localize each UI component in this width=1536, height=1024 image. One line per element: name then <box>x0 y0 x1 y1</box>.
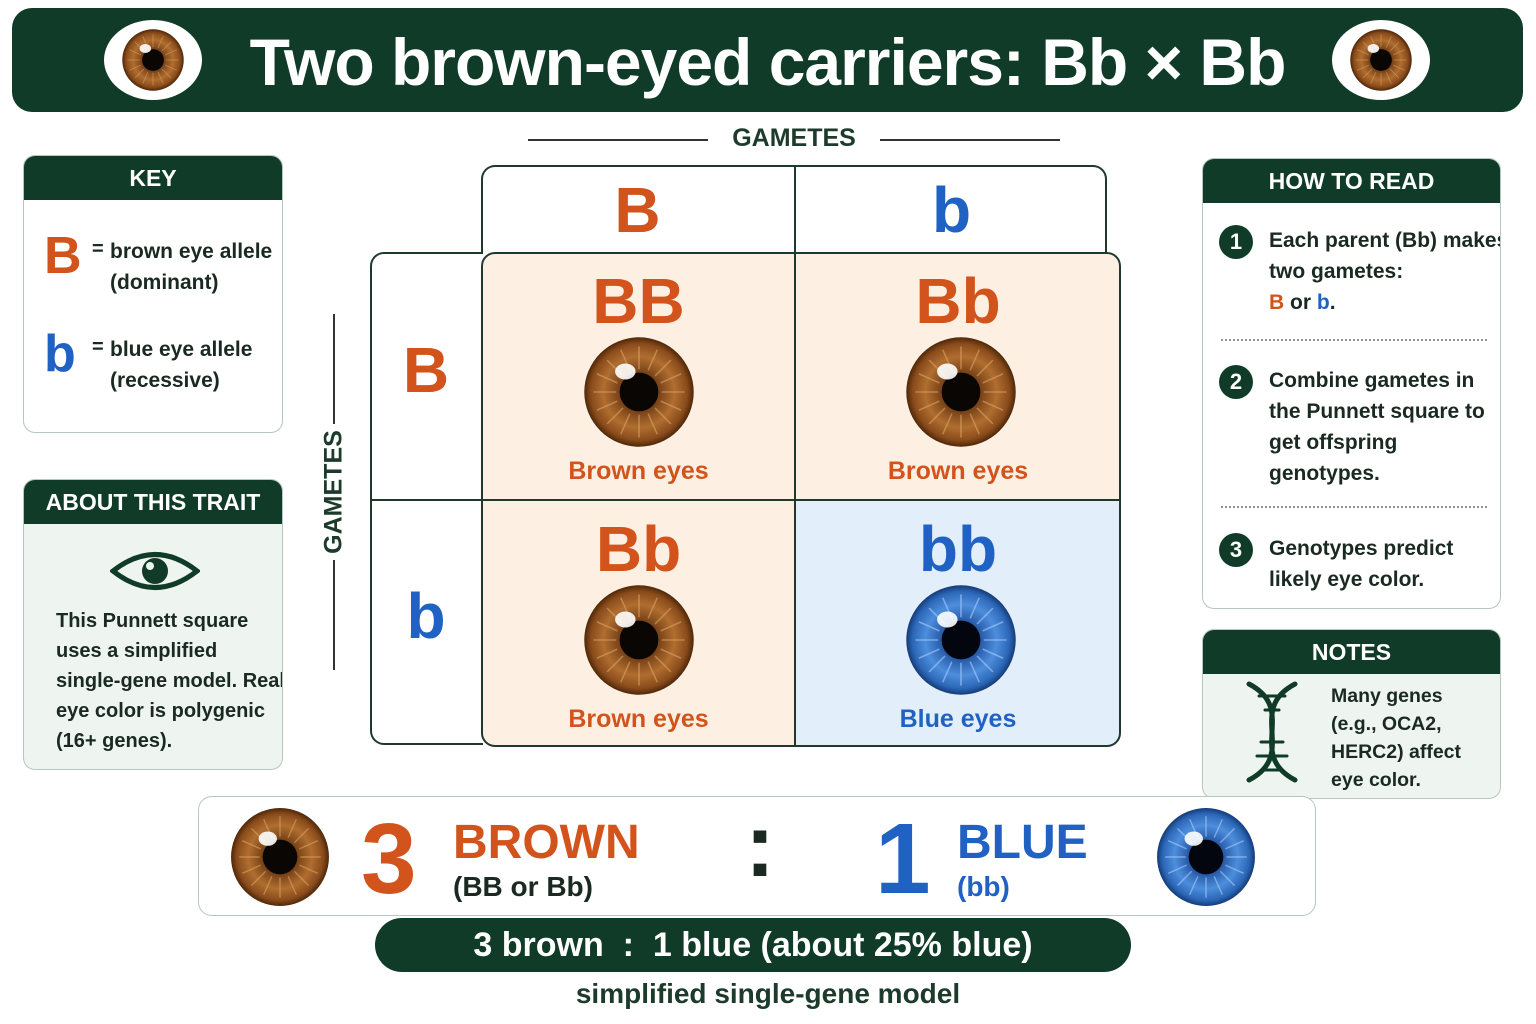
ratio-colon: : <box>745 796 775 896</box>
cell-genotype: Bb <box>595 513 682 585</box>
punnett-cell-Bb-top: Bb Brown eyes <box>796 253 1120 499</box>
eye-outline-icon <box>110 552 200 590</box>
brown-eye-icon <box>104 20 202 100</box>
cell-phenotype: Brown eyes <box>568 705 709 733</box>
top-gamete-b: b <box>931 174 972 246</box>
allele-letter: B <box>44 227 82 285</box>
allele-B: B <box>1269 291 1285 314</box>
how-to-read-panel: HOW TO READ 1 Each parent (Bb) makes two… <box>1202 158 1501 609</box>
left-gamete-b: b <box>406 580 446 652</box>
brown-eye-icon <box>582 335 696 449</box>
equals-sign: = <box>92 336 104 358</box>
about-text: This Punnett square uses a simplified si… <box>56 610 283 752</box>
step-number: 1 <box>1219 225 1253 259</box>
brown-genotypes: (BB or Bb) <box>453 871 593 902</box>
title-banner: Two brown-eyed carriers: Bb × Bb <box>12 8 1523 112</box>
blue-count: 1 <box>875 803 931 915</box>
blue-label: BLUE <box>957 816 1088 869</box>
how-step-2: 2 Combine gametes in the Punnett square … <box>1219 365 1500 495</box>
equals-sign: = <box>92 238 104 260</box>
allele-letter: b <box>44 325 76 383</box>
how-step-1: 1 Each parent (Bb) makes two gametes: B … <box>1219 225 1501 325</box>
brown-count: 3 <box>361 803 417 915</box>
about-header: ABOUT THIS TRAIT <box>24 480 282 524</box>
cell-genotype: bb <box>918 513 998 585</box>
how-to-read-header: HOW TO READ <box>1203 159 1500 203</box>
key-panel: KEY B = brown eye allele (dominant) b = … <box>23 155 283 433</box>
cell-genotype: BB <box>592 265 685 337</box>
blue-genotype: (bb) <box>957 871 1010 902</box>
step-number: 2 <box>1219 365 1253 399</box>
footnote: simplified single-gene model <box>575 978 961 1009</box>
how-step-3: 3 Genotypes predict likely eye color. <box>1219 533 1500 603</box>
about-panel: ABOUT THIS TRAIT This Punnett square use… <box>23 479 283 770</box>
punnett-cell-BB: BB Brown eyes <box>482 253 795 499</box>
ratio-summary: 3 brown : 1 blue (about 25% blue) <box>375 918 1131 972</box>
step-number: 3 <box>1219 533 1253 567</box>
blue-eye-icon <box>904 583 1018 697</box>
key-header: KEY <box>24 156 282 200</box>
brown-eye-icon <box>582 583 696 697</box>
punnett-cell-Bb-bottom: Bb Brown eyes <box>482 501 795 747</box>
gametes-label: GAMETES <box>319 430 348 554</box>
key-item-type: (dominant) <box>110 271 219 294</box>
blue-eye-icon <box>1155 806 1257 908</box>
brown-eye-icon <box>1332 20 1430 100</box>
cell-phenotype: Blue eyes <box>899 705 1017 733</box>
key-item-type: (recessive) <box>110 369 220 392</box>
cell-phenotype: Brown eyes <box>568 457 709 485</box>
notes-panel: NOTES Many genes (e.g., OCA2, HERC2) aff… <box>1202 629 1501 799</box>
left-gamete-header <box>370 252 483 745</box>
key-item-label: brown eye allele <box>110 240 273 263</box>
allele-b: b <box>1316 291 1330 314</box>
punnett-cell-bb: bb Blue eyes <box>796 501 1120 747</box>
notes-text: Many genes (e.g., OCA2, HERC2) affect ey… <box>1331 685 1462 791</box>
step-text: Combine gametes in the Punnett square to… <box>1269 369 1485 485</box>
top-gamete-B: B <box>614 174 661 246</box>
step-text: Genotypes predict likely eye color. <box>1269 537 1454 591</box>
left-gamete-B: B <box>402 334 450 406</box>
notes-header: NOTES <box>1203 630 1500 674</box>
step-or: or <box>1290 291 1312 314</box>
brown-eye-icon <box>904 335 1018 449</box>
key-item-label: blue eye allele <box>110 338 253 361</box>
cell-genotype: Bb <box>915 265 1001 337</box>
cell-phenotype: Brown eyes <box>887 457 1029 485</box>
step-text: Each parent (Bb) makes two gametes: <box>1269 229 1501 283</box>
gametes-label: GAMETES <box>732 124 856 152</box>
brown-label: BROWN <box>453 816 640 869</box>
dna-icon <box>1246 681 1298 783</box>
ratio-box: 3 BROWN (BB or Bb) : 1 BLUE (bb) <box>198 796 1316 916</box>
gametes-label-top: GAMETES <box>528 124 1060 156</box>
page-title: Two brown-eyed carriers: Bb × Bb <box>249 25 1287 99</box>
brown-eye-icon <box>229 806 331 908</box>
gametes-label-left: GAMETES <box>318 314 350 670</box>
